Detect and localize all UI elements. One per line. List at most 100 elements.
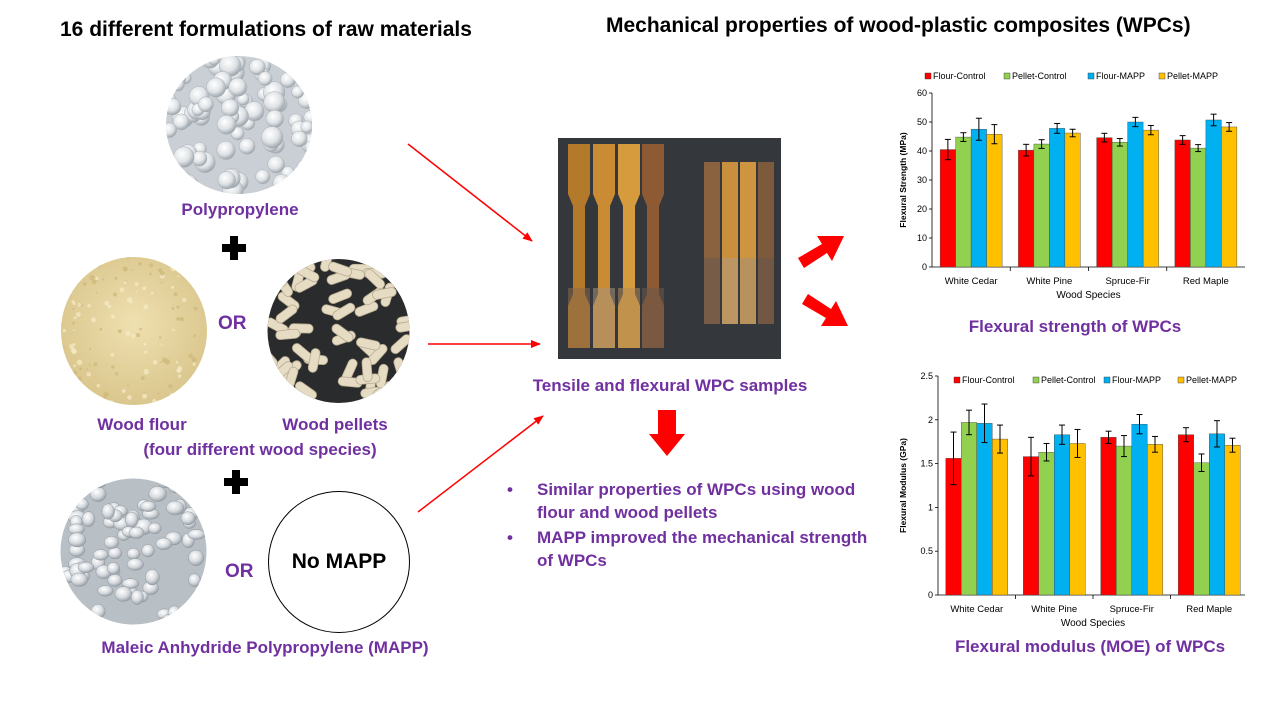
pellet-shape	[275, 304, 298, 324]
grain-shape	[94, 279, 97, 283]
y-tick-label: 2.5	[920, 371, 933, 381]
left-heading: 16 different formulations of raw materia…	[60, 18, 472, 41]
mapp-label: Maleic Anhydride Polypropylene (MAPP)	[101, 638, 429, 657]
grain-shape	[102, 278, 105, 281]
bead-shape	[291, 130, 308, 148]
grain-shape	[80, 304, 83, 307]
grain-shape	[125, 330, 131, 337]
granule-shape	[90, 603, 106, 619]
pellet-shape	[364, 268, 386, 290]
y-tick-label: 1	[928, 502, 933, 512]
bar	[1116, 445, 1132, 596]
modulus-caption: Flexural modulus (MOE) of WPCs	[954, 637, 1226, 656]
pellet-shape	[390, 334, 410, 355]
granule-shape	[180, 511, 196, 526]
bar	[1193, 462, 1210, 596]
species-note: (four different wood species)	[143, 440, 377, 459]
wood-flour-label: Wood flour	[97, 415, 187, 434]
grain-shape	[152, 359, 158, 365]
granule-shape	[186, 478, 202, 484]
polypropylene-label: Polypropylene	[181, 200, 299, 219]
granule-shape	[63, 478, 83, 488]
bar	[1178, 434, 1194, 596]
y-tick-label: 0	[928, 590, 933, 600]
wpc-samples-image	[558, 138, 781, 359]
grain-shape	[136, 333, 141, 338]
polypropylene-image	[166, 56, 312, 194]
bar	[976, 423, 993, 596]
legend-label: Pellet-MAPP	[1167, 71, 1218, 81]
down-arrow-icon	[649, 410, 685, 456]
grain-shape	[150, 291, 154, 295]
grain-shape	[122, 266, 128, 272]
bead-shape	[216, 140, 236, 160]
bead-shape	[170, 77, 185, 92]
granule-shape	[187, 529, 206, 540]
grain-shape	[127, 395, 132, 400]
pellet-shape	[328, 261, 353, 277]
grain-shape	[75, 281, 80, 285]
grain-shape	[157, 392, 160, 395]
grain-shape	[114, 276, 118, 280]
bead-shape	[166, 122, 177, 138]
x-tick-label: White Pine	[1031, 604, 1077, 615]
grain-shape	[149, 272, 152, 276]
granule-shape	[75, 616, 92, 625]
grain-shape	[131, 334, 136, 338]
pellet-shape	[354, 301, 379, 317]
granule-shape	[124, 511, 139, 528]
grain-shape	[171, 285, 175, 289]
or-label-bottom: OR	[225, 561, 254, 582]
grain-shape	[191, 357, 197, 363]
grain-shape	[72, 302, 76, 306]
grain-shape	[62, 286, 66, 290]
pellet-shape	[385, 259, 403, 277]
strength-caption: Flexural strength of WPCs	[968, 317, 1182, 336]
bead-shape	[166, 98, 182, 116]
grain-shape	[76, 257, 81, 261]
grain-shape	[143, 343, 147, 347]
pellet-shape	[395, 320, 410, 333]
pellet-shape	[332, 302, 356, 321]
grain-shape	[201, 386, 204, 389]
y-tick-label: 0	[922, 262, 927, 272]
legend-label: Flour-Control	[962, 375, 1015, 385]
findings-list: Similar properties of WPCs using wood fl…	[507, 478, 887, 574]
grain-shape	[138, 262, 142, 266]
grain-shape	[73, 364, 76, 368]
bead-shape	[265, 109, 284, 128]
granule-shape	[107, 547, 123, 560]
grain-shape	[192, 362, 196, 366]
tensile-sample-shape	[593, 144, 615, 348]
granule-shape	[148, 522, 162, 534]
grain-shape	[142, 393, 148, 399]
grain-shape	[160, 344, 163, 347]
grain-shape	[89, 347, 92, 351]
bead-shape	[179, 174, 198, 194]
flexural-sample-shape	[758, 162, 774, 324]
grain-shape	[75, 312, 81, 317]
granule-shape	[130, 589, 144, 605]
bead-shape	[217, 171, 236, 190]
granule-shape	[60, 594, 68, 607]
bar	[1190, 147, 1207, 268]
legend-label: Pellet-Control	[1012, 71, 1067, 81]
grain-shape	[164, 359, 171, 365]
granule-shape	[140, 500, 156, 512]
bar	[1147, 444, 1163, 596]
grain-shape	[152, 398, 157, 404]
pellet-shape	[386, 259, 408, 279]
samples-label: Tensile and flexural WPC samples	[532, 376, 808, 395]
grain-shape	[86, 372, 91, 377]
x-tick-label: Red Maple	[1183, 276, 1229, 287]
legend-swatch	[1103, 376, 1111, 384]
bead-shape	[297, 174, 312, 194]
bead-shape	[267, 155, 285, 174]
grain-shape	[170, 264, 174, 268]
bead-shape	[198, 96, 214, 113]
grain-shape	[182, 297, 187, 303]
legend-swatch	[1003, 72, 1011, 80]
bead-shape	[168, 56, 187, 67]
